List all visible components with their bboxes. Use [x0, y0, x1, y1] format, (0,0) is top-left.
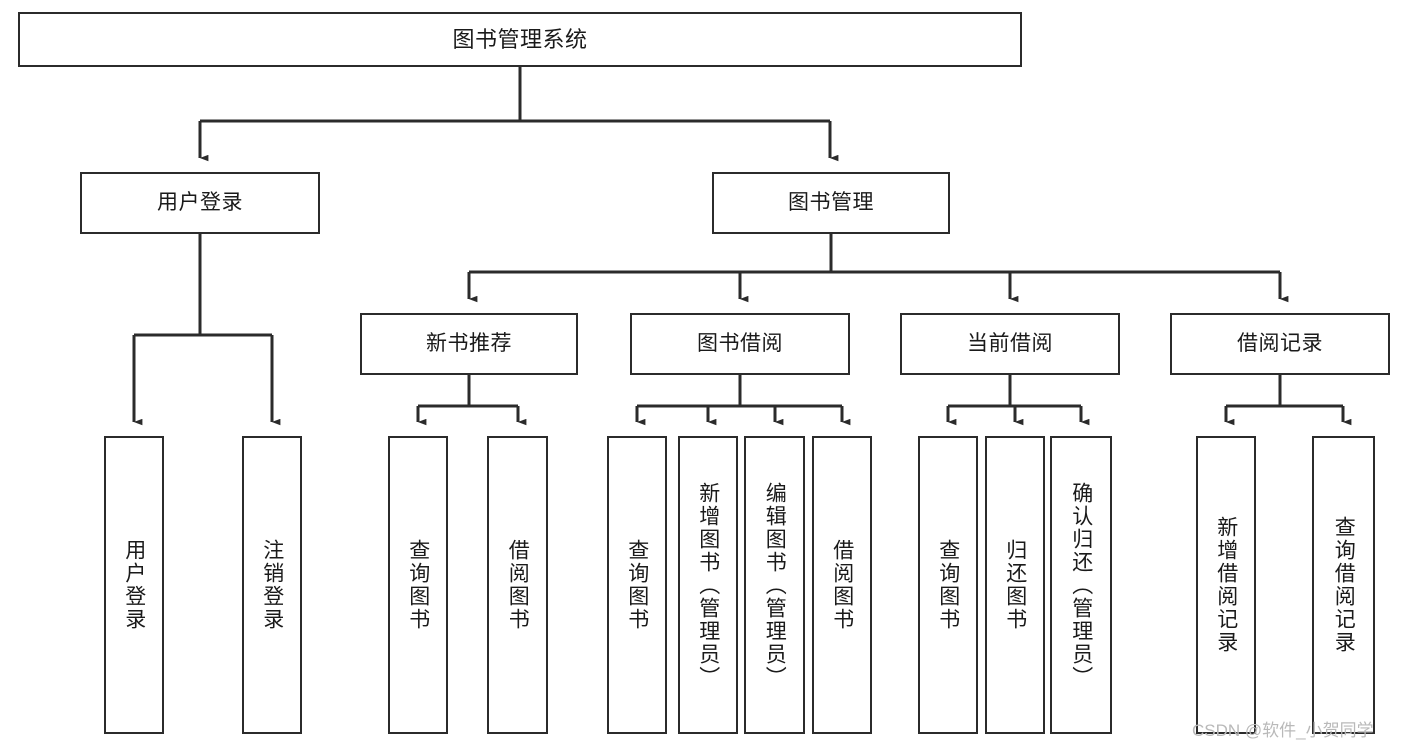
- node-new-book-recommend[interactable]: 新书推荐: [360, 313, 578, 375]
- leaf-logout[interactable]: 注销登录: [242, 436, 302, 734]
- leaf-current-return-book-label: 归还图书: [1003, 539, 1027, 631]
- leaf-records-add-record[interactable]: 新增借阅记录: [1196, 436, 1256, 734]
- node-current-borrow-label: 当前借阅: [967, 331, 1053, 355]
- node-borrow-records[interactable]: 借阅记录: [1170, 313, 1390, 375]
- leaf-user-login[interactable]: 用户登录: [104, 436, 164, 734]
- leaf-records-query-record-label: 查询借阅记录: [1332, 516, 1356, 654]
- node-book-management[interactable]: 图书管理: [712, 172, 950, 234]
- csdn-watermark: CSDN @软件_小贺同学: [1192, 721, 1374, 740]
- leaf-borrow-query-book-label: 查询图书: [625, 539, 649, 631]
- node-current-borrow[interactable]: 当前借阅: [900, 313, 1120, 375]
- leaf-logout-label: 注销登录: [260, 539, 284, 631]
- leaf-newbook-query-book-label: 查询图书: [406, 539, 430, 631]
- node-book-borrow-label: 图书借阅: [697, 331, 783, 355]
- node-new-book-recommend-label: 新书推荐: [426, 331, 512, 355]
- leaf-newbook-query-book[interactable]: 查询图书: [388, 436, 448, 734]
- node-borrow-records-label: 借阅记录: [1237, 331, 1323, 355]
- leaf-borrow-add-book-admin-label: 新增图书（管理员）: [696, 481, 720, 689]
- leaf-newbook-borrow-book[interactable]: 借阅图书: [487, 436, 548, 734]
- leaf-current-confirm-return-admin[interactable]: 确认归还（管理员）: [1050, 436, 1112, 734]
- leaf-records-add-record-label: 新增借阅记录: [1214, 516, 1238, 654]
- leaf-current-query-book[interactable]: 查询图书: [918, 436, 978, 734]
- leaf-borrow-borrow-book-label: 借阅图书: [830, 539, 854, 631]
- leaf-borrow-add-book-admin[interactable]: 新增图书（管理员）: [678, 436, 738, 734]
- leaf-newbook-borrow-book-label: 借阅图书: [506, 539, 530, 631]
- node-root-label: 图书管理系统: [452, 26, 588, 52]
- leaf-current-confirm-return-admin-label: 确认归还（管理员）: [1069, 481, 1093, 689]
- node-user-login[interactable]: 用户登录: [80, 172, 320, 234]
- leaf-borrow-edit-book-admin[interactable]: 编辑图书（管理员）: [744, 436, 805, 734]
- leaf-borrow-query-book[interactable]: 查询图书: [607, 436, 667, 734]
- leaf-records-query-record[interactable]: 查询借阅记录: [1312, 436, 1375, 734]
- leaf-current-return-book[interactable]: 归还图书: [985, 436, 1045, 734]
- leaf-current-query-book-label: 查询图书: [936, 539, 960, 631]
- node-root[interactable]: 图书管理系统: [18, 12, 1022, 67]
- leaf-borrow-edit-book-admin-label: 编辑图书（管理员）: [763, 481, 787, 689]
- leaf-user-login-label: 用户登录: [122, 539, 146, 631]
- node-book-borrow[interactable]: 图书借阅: [630, 313, 850, 375]
- node-user-login-label: 用户登录: [157, 190, 243, 214]
- leaf-borrow-borrow-book[interactable]: 借阅图书: [812, 436, 872, 734]
- node-book-management-label: 图书管理: [788, 190, 874, 214]
